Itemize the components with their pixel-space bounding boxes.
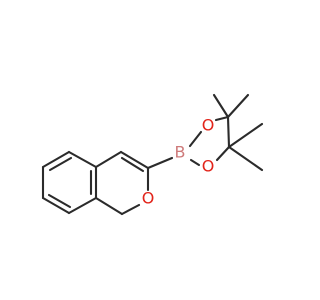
bond-c6-c4a — [94, 150, 123, 169]
bond-o-bottom-boron — [189, 158, 201, 167]
bond-c-quat-top-c-quat-bottom — [226, 115, 231, 149]
bond-benzene-c6-c1 — [67, 150, 98, 169]
bond-benzene-c4-c5 — [67, 196, 98, 215]
bond-c4a-c3 — [119, 150, 150, 170]
bond-c3-boron — [146, 156, 174, 170]
bond-ch2-c5 — [94, 196, 124, 216]
bond-benzene-c3-c4 — [41, 196, 71, 215]
oxygen-atom-label-pyran: O — [142, 189, 155, 208]
bond-methyl-1 — [212, 93, 230, 119]
oxygen-atom-label-top: O — [202, 116, 215, 135]
structure-drawing: B O O O — [41, 93, 264, 216]
bond-methyl-4 — [227, 145, 264, 172]
bond-benzene-c1-c2 — [41, 150, 71, 169]
bond-c-quat-bottom-o-bottom — [215, 145, 231, 162]
bond-c4a-c3-double — [120, 156, 145, 173]
bond-methyl-2 — [226, 93, 250, 119]
boron-atom-label: B — [175, 143, 186, 162]
bond-benzene-double-2 — [47, 193, 72, 209]
bond-methyl-3 — [227, 122, 264, 149]
oxygen-atom-label-bottom: O — [202, 157, 215, 176]
molecule-canvas: B O O O — [41, 93, 264, 216]
bond-benzene-double-1 — [48, 156, 73, 172]
bond-o-top-c-quat-top — [214, 115, 230, 122]
bond-boron-o-top — [188, 130, 203, 148]
bond-o-pyran-ch2 — [120, 203, 141, 216]
